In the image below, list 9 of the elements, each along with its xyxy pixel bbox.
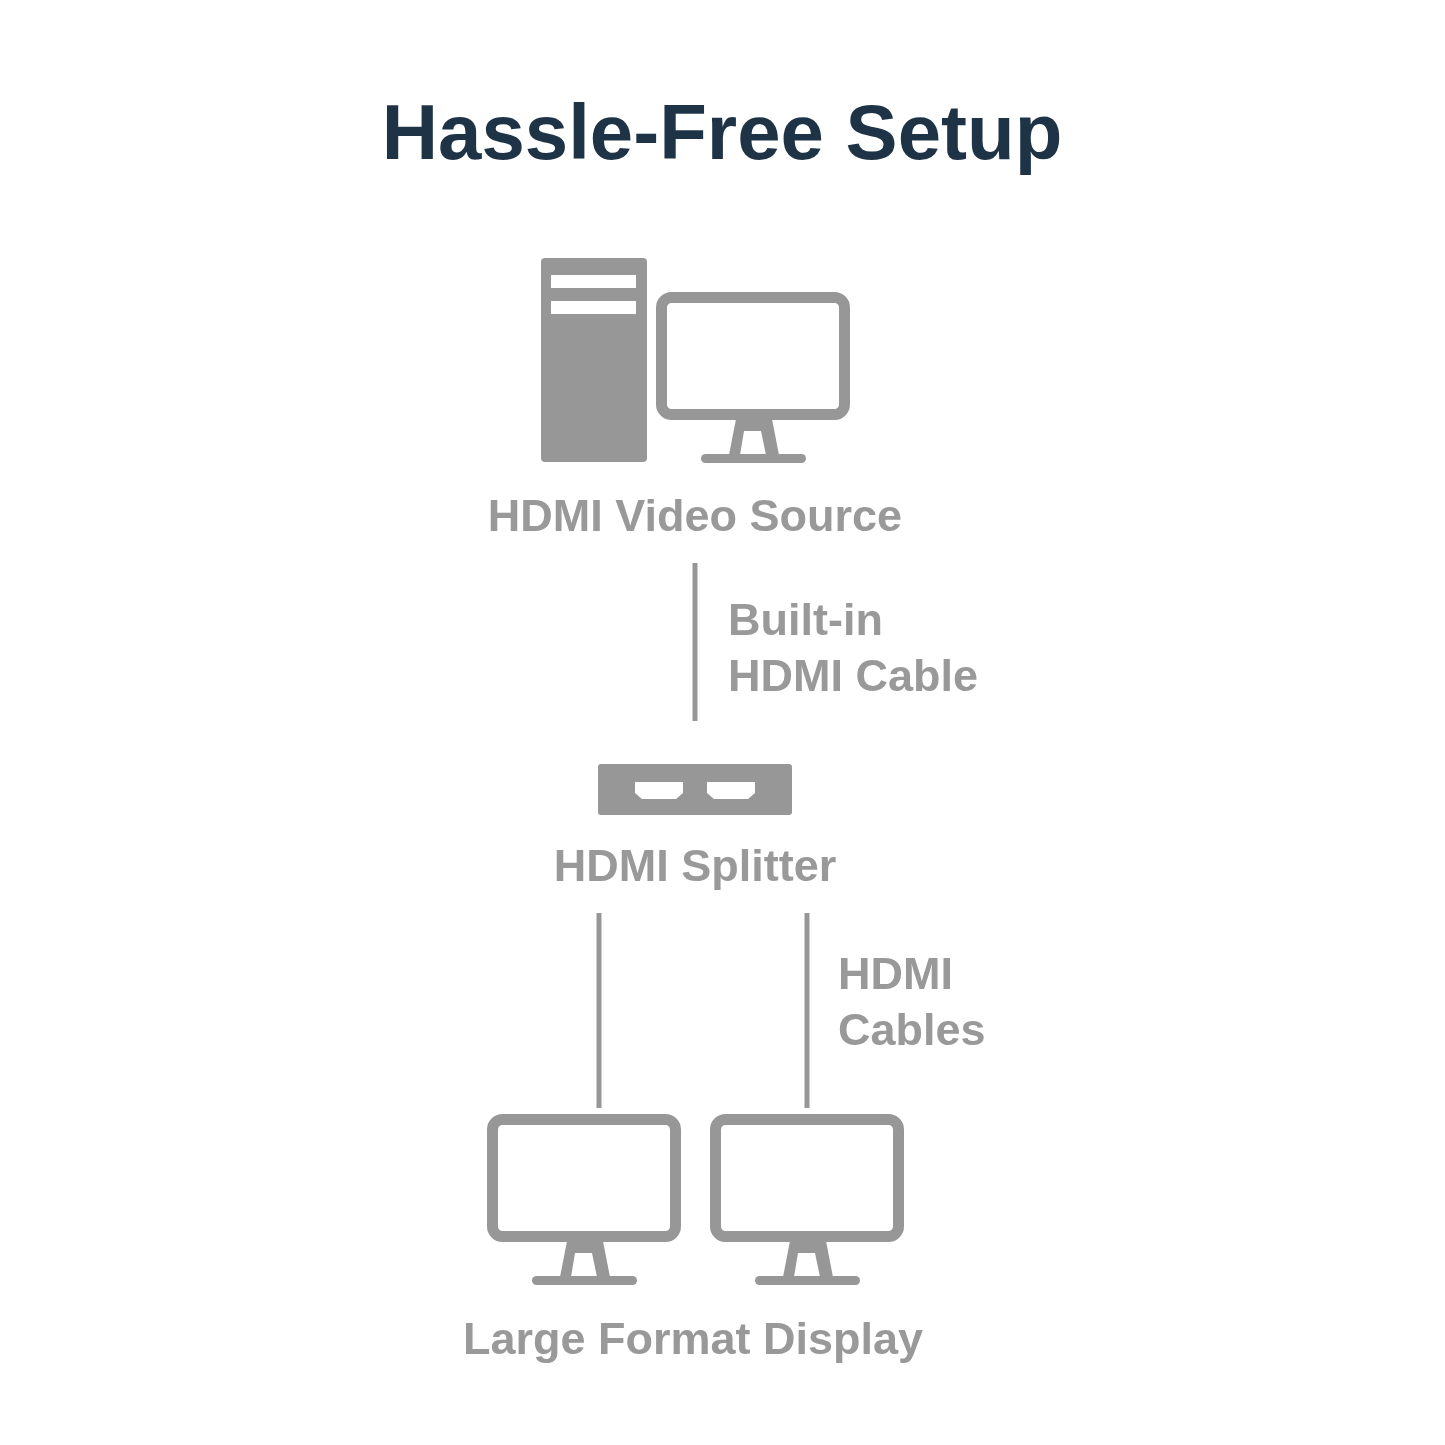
diagram-title: Hassle-Free Setup <box>381 88 1063 178</box>
monitor-icon <box>487 1114 681 1285</box>
connector-line <box>804 913 810 1108</box>
device-label: HDMI Video Source <box>487 490 903 542</box>
connector-line <box>692 563 698 721</box>
device-label: HDMI Splitter <box>553 840 837 892</box>
monitor-icon <box>710 1114 904 1285</box>
connector-line <box>596 913 602 1108</box>
device-label: Large Format Display <box>462 1313 924 1365</box>
